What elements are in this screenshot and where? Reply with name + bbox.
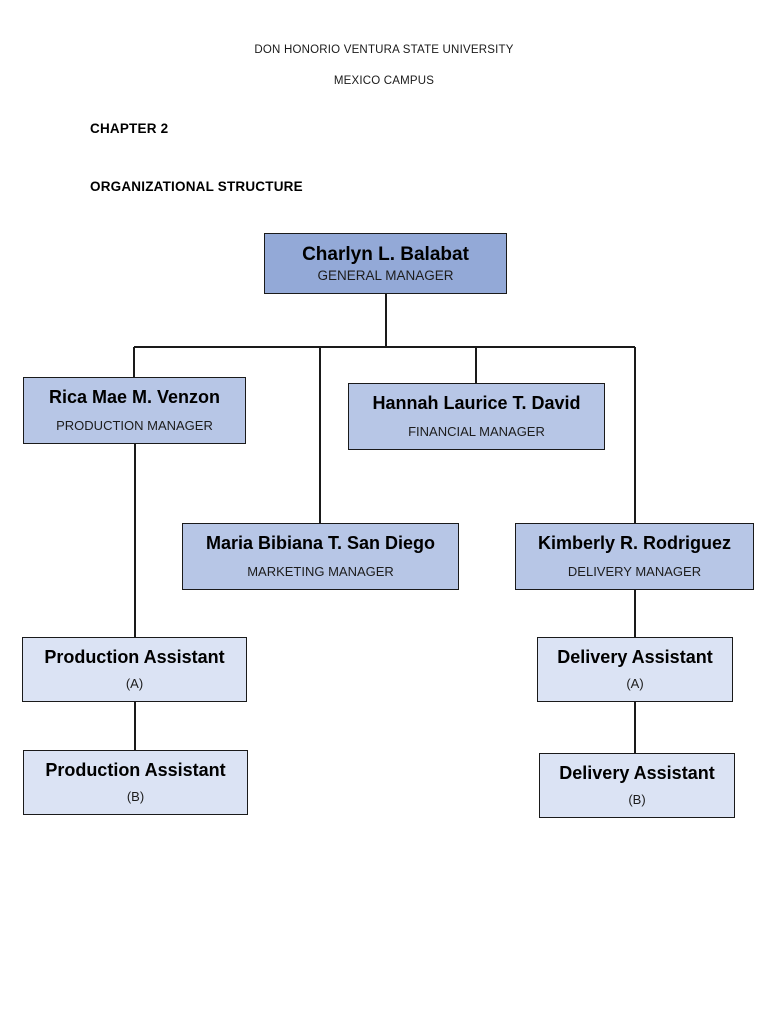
campus-name: MEXICO CAMPUS: [333, 75, 435, 87]
org-node-financial-manager[interactable]: Hannah Laurice T. David FINANCIAL MANAGE…: [348, 383, 605, 450]
university-name: DON HONORIO VENTURA STATE UNIVERSITY: [254, 44, 514, 56]
org-node-name: Production Assistant: [44, 646, 225, 667]
org-node-delivery-assistant-a[interactable]: Delivery Assistant (A): [537, 637, 733, 702]
org-node-role: MARKETING MANAGER: [247, 564, 394, 580]
org-node-name: Rica Mae M. Venzon: [48, 386, 221, 407]
org-node-role: (B): [628, 792, 646, 808]
org-node-delivery-assistant-b[interactable]: Delivery Assistant (B): [539, 753, 735, 818]
org-node-role: DELIVERY MANAGER: [567, 564, 702, 580]
org-node-role: (A): [626, 676, 644, 692]
org-node-role: PRODUCTION MANAGER: [56, 418, 213, 434]
org-node-delivery-manager[interactable]: Kimberly R. Rodriguez DELIVERY MANAGER: [515, 523, 754, 590]
org-node-name: Kimberly R. Rodriguez: [537, 532, 732, 553]
org-node-general-manager[interactable]: Charlyn L. Balabat GENERAL MANAGER: [264, 233, 507, 294]
document-header: DON HONORIO VENTURA STATE UNIVERSITY MEX…: [0, 44, 768, 87]
org-node-role: (A): [125, 676, 144, 692]
org-node-role: (B): [126, 789, 145, 805]
org-node-name: Hannah Laurice T. David: [372, 392, 581, 413]
org-node-name: Delivery Assistant: [559, 762, 715, 783]
org-node-role: FINANCIAL MANAGER: [408, 424, 545, 440]
org-node-name: Delivery Assistant: [557, 646, 713, 667]
org-node-name: Maria Bibiana T. San Diego: [205, 532, 436, 553]
org-node-production-assistant-a[interactable]: Production Assistant (A): [22, 637, 247, 702]
org-node-role: GENERAL MANAGER: [317, 267, 454, 283]
org-node-marketing-manager[interactable]: Maria Bibiana T. San Diego MARKETING MAN…: [182, 523, 459, 590]
chapter-label: CHAPTER 2: [90, 121, 169, 136]
page-title: ORGANIZATIONAL STRUCTURE: [90, 179, 303, 194]
org-node-name: Production Assistant: [45, 759, 226, 780]
org-node-name: Charlyn L. Balabat: [302, 243, 469, 265]
org-node-production-assistant-b[interactable]: Production Assistant (B): [23, 750, 248, 815]
org-node-production-manager[interactable]: Rica Mae M. Venzon PRODUCTION MANAGER: [23, 377, 246, 444]
